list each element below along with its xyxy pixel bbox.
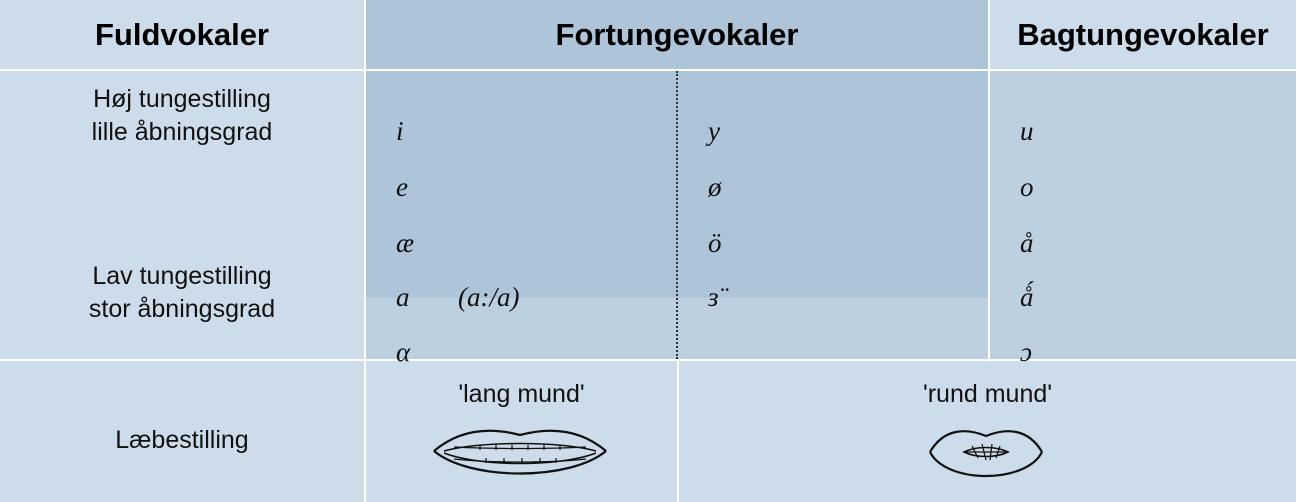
label-high-line2: lille åbningsgrad (91, 118, 273, 146)
header-fuldvokaler: Fuldvokaler (0, 0, 364, 69)
label-high-line1: Høj tungestilling (93, 85, 271, 113)
vowel-back: å (1020, 228, 1034, 258)
dotted-divider (676, 71, 678, 359)
vowel-a-variant: (a:/a) (458, 282, 520, 312)
vowel-back: u (1020, 116, 1034, 146)
label-lips: Læbestilling (115, 426, 249, 454)
vowel-front-unrounded: α (396, 337, 411, 367)
label-low-line2: stor åbningsgrad (88, 295, 276, 323)
row-labels-cell (0, 71, 364, 359)
vowel-front-unrounded: i (396, 116, 404, 146)
round-mouth-drawing (929, 430, 1043, 477)
lips-round-label: 'rund mund' (922, 380, 1053, 408)
vowel-front-rounded: y (708, 116, 720, 146)
header-bagtungevokaler: Bagtungevokaler (990, 0, 1296, 69)
back-vowels-region (990, 71, 1296, 359)
long-mouth-drawing (433, 429, 607, 475)
vowel-front-rounded: ɜ̈ (708, 282, 719, 312)
lips-label-cell (0, 361, 364, 502)
vowel-front-rounded: ö (708, 228, 722, 258)
vowel-back: o (1020, 172, 1034, 202)
lips-long-cell (366, 361, 677, 502)
header-fortungevokaler: Fortungevokaler (366, 0, 988, 69)
lips-long-label: 'lang mund' (458, 380, 585, 408)
vowel-front-unrounded: e (396, 172, 408, 202)
lips-round-cell (679, 361, 1296, 502)
vowel-front-unrounded: æ (396, 228, 415, 258)
vowel-back: ǻ (1020, 282, 1034, 312)
vowel-front-rounded: ø (708, 172, 722, 202)
header-fuldvokaler-text: Fuldvokaler (95, 16, 269, 52)
header-bagtungevokaler-text: Bagtungevokaler (1017, 16, 1269, 52)
vowel-front-unrounded: a (396, 282, 410, 312)
label-low-line1: Lav tungestilling (92, 262, 272, 290)
vowel-back: ɔ (1020, 337, 1032, 367)
header-fortungevokaler-text: Fortungevokaler (555, 16, 799, 52)
